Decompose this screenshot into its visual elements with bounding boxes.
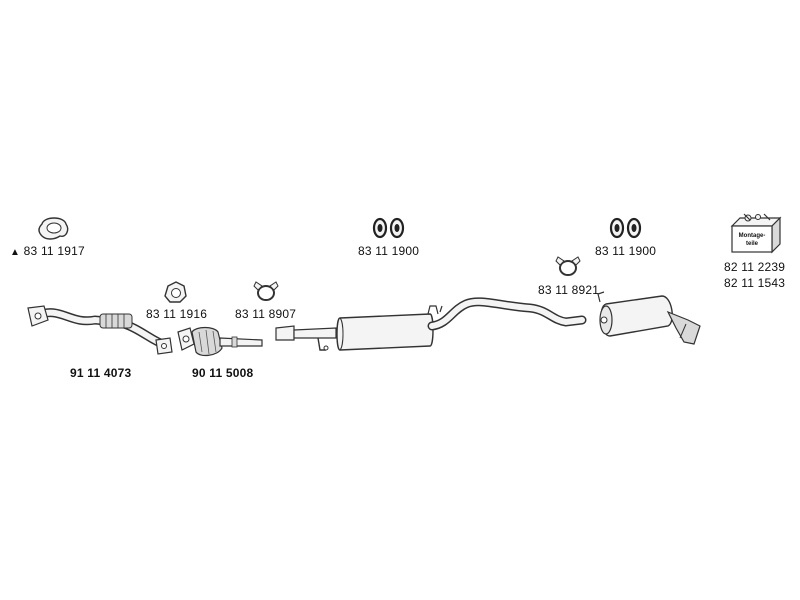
rear-muffler-part[interactable] xyxy=(597,291,701,345)
clamp-mid-icon[interactable] xyxy=(253,281,279,301)
catalyst-body xyxy=(191,326,223,357)
catalyst-part[interactable] xyxy=(177,326,263,357)
rubber-mounts-center-icon[interactable] xyxy=(372,217,405,239)
gasket-cat-number: 83 11 1916 xyxy=(146,307,208,321)
mounting-kit-box-front xyxy=(731,225,773,253)
clamp-rear-number: 83 11 8921 xyxy=(538,283,600,297)
mounting-kit-box-text-2: teile xyxy=(746,241,759,247)
center-muffler-part[interactable] xyxy=(336,305,443,351)
mounting-kit-number-1: 82 11 2239 xyxy=(724,260,786,274)
front-pipe-part[interactable] xyxy=(27,305,173,355)
mounts-center-number: 83 11 1900 xyxy=(358,244,420,258)
rear-muffler-hanger xyxy=(597,291,605,303)
front-pipe-number: 91 11 4073 xyxy=(70,366,132,380)
gasket-front-icon[interactable] xyxy=(38,217,69,240)
rubber-mounts-rear-icon[interactable] xyxy=(609,217,642,239)
intermediate-pipe-hanger xyxy=(317,337,326,351)
mounting-kit-box-text-1: Montage- xyxy=(739,233,766,239)
center-muffler-hanger xyxy=(427,305,439,315)
gasket-front-label: ▲ 83 11 1917 xyxy=(10,244,85,258)
catalyst-number: 90 11 5008 xyxy=(192,366,254,380)
rear-pipe-part[interactable] xyxy=(427,297,587,331)
mounts-rear-number: 83 11 1900 xyxy=(595,244,657,258)
front-pipe-inner xyxy=(33,309,168,348)
front-pipe-flex-section xyxy=(99,313,133,329)
clamp-rear-icon[interactable] xyxy=(555,256,581,276)
intermediate-pipe-part[interactable] xyxy=(275,325,337,351)
mounting-kit-number-2: 82 11 1543 xyxy=(724,276,786,290)
center-muffler-body xyxy=(336,313,434,351)
gasket-cat-icon[interactable] xyxy=(164,281,187,303)
mounting-kit-icon[interactable]: Montage- teile xyxy=(730,213,782,254)
gasket-front-number: 83 11 1917 xyxy=(23,244,85,258)
warning-triangle-icon: ▲ xyxy=(10,247,21,258)
clamp-mid-number: 83 11 8907 xyxy=(235,307,297,321)
catalyst-outlet-pipe xyxy=(219,337,263,347)
